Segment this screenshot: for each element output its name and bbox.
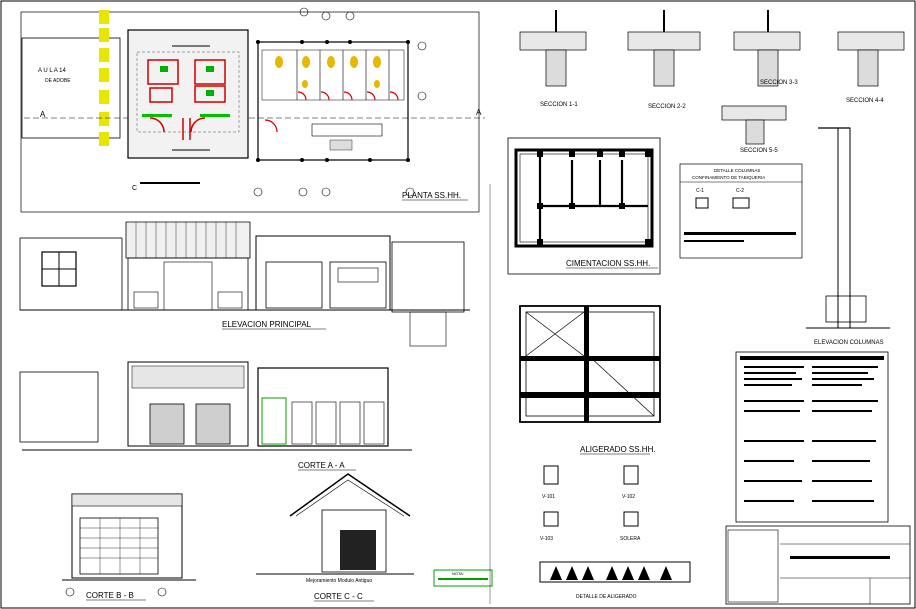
elevacion-title: ELEVACION PRINCIPAL [222,320,312,329]
beam-v102-label: V-102 [622,494,635,500]
section-4-4: SECCION 4-4 [837,31,905,104]
section-1-1-label: SECCION 1-1 [540,102,578,108]
corte-b-b: CORTE B - B [62,493,196,601]
elevacion-principal: ELEVACION PRINCIPAL [19,221,470,347]
cimentacion-title: CIMENTACION SS.HH. [566,259,650,268]
detalle-columnas-subtitle: CONFINAMIENTO DE TABIQUERIA [692,175,765,180]
beam-v101-label: V-101 [542,494,555,500]
beam-v103-label: V-103 [540,536,553,542]
cut-c-label: C [132,185,137,192]
aula-label: A U L A 14 [38,68,66,74]
sections-group: SECCION 1-1 SECCION 2-2 SECCION 3-3 SECC… [519,10,905,154]
column-c2-label: C-2 [736,188,744,194]
detalle-columnas-table: DETALLE COLUMNAS CONFINAMIENTO DE TABIQU… [679,163,803,259]
title-block [725,525,911,605]
detalle-aligerado-title: DETALLE DE ALIGERADO [576,594,637,600]
corte-aa-title: CORTE A - A [298,461,345,470]
section-2-2: SECCION 2-2 [627,10,701,110]
adobe-label: DE ADOBE [45,78,71,84]
corte-a-a: CORTE A - A [19,361,412,471]
corte-bb-title: CORTE B - B [86,591,134,600]
corte-cc-title: CORTE C - C [314,592,363,601]
aligerado-title: ALIGERADO SS.HH. [580,445,656,454]
nota-title: NOTA: [452,571,464,576]
corte-cc-subtitle: Mejoramiento Modulo Antiguo [306,578,372,584]
elevacion-columnas: ELEVACION COLUMNAS [806,127,890,346]
section-4-4-label: SECCION 4-4 [846,98,884,104]
section-3-3: SECCION 3-3 [733,10,801,87]
detalle-columnas-title: DETALLE COLUMNAS [714,168,760,173]
section-1-1: SECCION 1-1 [519,10,587,108]
aligerado-plan: ALIGERADO SS.HH. [519,305,661,455]
elevacion-columnas-title: ELEVACION COLUMNAS [814,340,884,346]
section-2-2-label: SECCION 2-2 [648,104,686,110]
general-notes-panel [735,351,889,523]
cut-a-left: A [40,110,46,119]
section-5-5: SECCION 5-5 [721,105,787,154]
planta-title: PLANTA SS.HH. [402,191,461,200]
section-5-5-label: SECCION 5-5 [740,148,778,154]
cimentacion-plan: CIMENTACION SS.HH. [507,137,661,275]
column-c1-label: C-1 [696,188,704,194]
section-3-3-label: SECCION 3-3 [760,80,798,86]
planta-ssh-plan: A U L A 14 DE ADOBE A A C [20,7,485,213]
corte-c-c: Mejoramiento Modulo Antiguo CORTE C - C … [256,473,493,602]
solera-label: SOLERA [620,536,641,542]
cut-a-right: A [476,108,482,117]
detalle-aligerado: DETALLE DE ALIGERADO [539,561,691,600]
beam-details: V-101 V-102 V-103 SOLERA [540,465,641,542]
